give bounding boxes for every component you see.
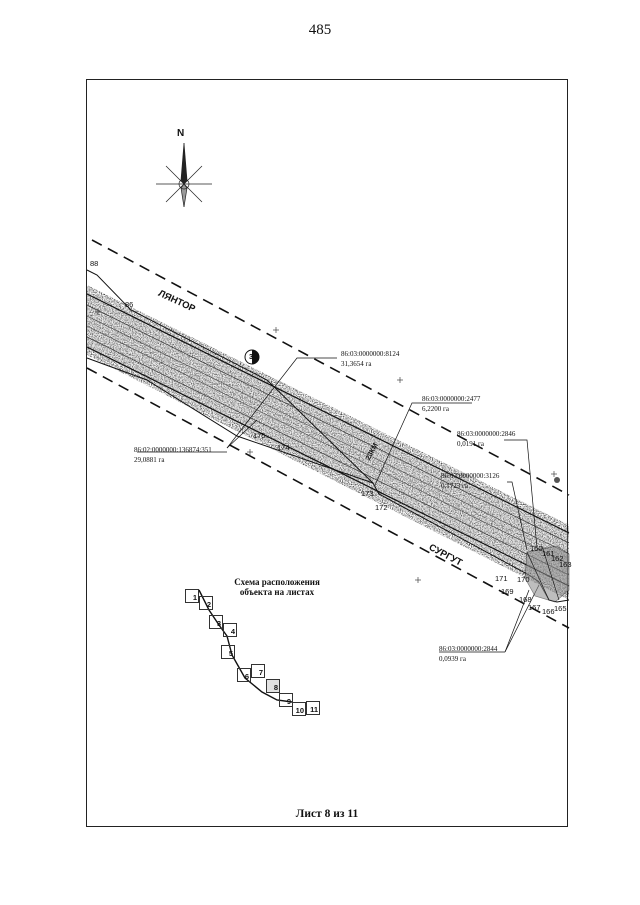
parcel-area: 0,1723 га [441, 482, 468, 490]
junction-cluster [524, 477, 570, 603]
parcel-number: 86:03:0000000:2844 [439, 645, 498, 653]
map-frame: N ЛЯНТОР СУРГУТ 23КМ 3 88 86 175 174 173… [86, 79, 572, 827]
point-label: 161 [542, 549, 555, 558]
point-label: 174 [277, 443, 290, 452]
north-label: N [177, 128, 185, 139]
sheet-cell: 6 [237, 668, 251, 682]
sheet-cell: 10 [292, 702, 306, 716]
parcel-number: 86:03:0000000:2477 [422, 395, 481, 403]
point-label: 169 [501, 587, 514, 596]
cadastral-map [86, 142, 570, 703]
parcel-area: 0,0191 га [457, 440, 484, 448]
cross-markers [95, 309, 557, 583]
page-number: 485 [308, 22, 332, 38]
point-label: 171 [495, 574, 508, 583]
corridor-texture [87, 285, 569, 600]
sheet-cell: 2 [199, 596, 213, 610]
sheet-cell: 1 [185, 589, 199, 603]
sheet-cell: 11 [306, 701, 320, 715]
point-label: 88 [90, 259, 99, 268]
parcel-number: 86:03:0000000:3126 [441, 472, 500, 480]
point-label: 172 [375, 503, 388, 512]
point-label: 166 [542, 607, 555, 616]
sheet-footer: Лист 8 из 11 [295, 808, 359, 820]
sheet-cell-current: 8 [266, 679, 280, 693]
sheet-cell: 7 [251, 664, 265, 678]
marker-number: 3 [249, 352, 254, 361]
parcel-number: 86:02:0000000:136874:351 [134, 446, 212, 454]
point-label: 170 [517, 575, 530, 584]
scheme-title: Схема расположения объекта на листах [234, 577, 320, 597]
sheet-cell: 3 [209, 615, 223, 629]
point-label: 173 [361, 489, 374, 498]
point-label: 162 [551, 554, 564, 563]
parcel-number: 86:03:0000000:8124 [341, 350, 400, 358]
point-label: 163 [559, 560, 572, 569]
parcel-number: 86:03:0000000:2846 [457, 430, 516, 438]
dashed-boundaries [86, 239, 570, 629]
road-lines [86, 293, 570, 587]
point-label: 175 [253, 431, 266, 440]
sheet-cell: 4 [223, 623, 237, 637]
sheet-cell: 5 [221, 645, 235, 659]
compass-rose-icon [156, 142, 212, 208]
sheet-cell: 9 [279, 693, 293, 707]
point-label: 86 [125, 300, 134, 309]
point-label: 165 [554, 604, 567, 613]
parcel-area: 31,3654 га [341, 360, 372, 368]
point-label: 168 [519, 595, 532, 604]
callout-lines [137, 357, 540, 653]
point-label: 160 [530, 544, 543, 553]
point-label: 167 [528, 603, 541, 612]
marker-circle [244, 349, 260, 365]
parcel-area: 6,2200 га [422, 405, 449, 413]
parcel-area: 29,0881 га [134, 456, 165, 464]
parcel-area: 0,0939 га [439, 655, 466, 663]
